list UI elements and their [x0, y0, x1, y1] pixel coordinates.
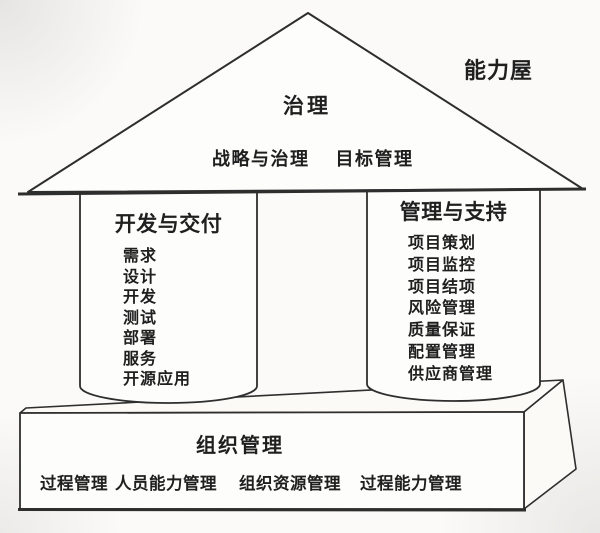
- pillar-item: 需求: [123, 248, 158, 265]
- roof-title: 治理: [283, 94, 331, 118]
- pillar-item: 测试: [123, 309, 158, 327]
- left-pillar-item-list: 需求 设计 开发 测试 部署 服务 开源应用: [123, 247, 191, 391]
- base-item: 过程能力管理: [360, 474, 462, 493]
- diagram-title-label: 能力屋: [464, 58, 534, 83]
- roof-item: 战略与治理: [212, 149, 310, 169]
- base-item: 过程管理: [40, 474, 108, 493]
- roof-eave-line: [17, 187, 587, 196]
- pillar-item: 服务: [123, 350, 158, 368]
- left-pillar-title: 开发与交付: [114, 212, 223, 236]
- roof-item-row: 战略与治理 目标管理: [212, 145, 414, 171]
- pillar-item: 项目监控: [408, 256, 477, 274]
- pillar-item: 开源应用: [123, 371, 192, 388]
- right-pillar-shape: [366, 190, 541, 402]
- pillar-item: 设计: [123, 268, 158, 286]
- base-item-row: 过程管理 人员能力管理 组织资源管理 过程能力管理: [40, 470, 462, 494]
- pillar-item: 项目策划: [408, 235, 477, 252]
- pillar-item: 开发: [123, 289, 158, 306]
- pillar-item: 项目结项: [408, 278, 477, 296]
- base-item: 人员能力管理: [115, 474, 217, 493]
- base-bottom-edge: [17, 508, 527, 512]
- base-title: 组织管理: [196, 435, 284, 457]
- pillar-item: 部署: [123, 330, 158, 347]
- roof-item: 目标管理: [335, 149, 414, 169]
- right-pillar-title: 管理与支持: [399, 200, 508, 224]
- base-front-face-shape: [19, 411, 525, 510]
- pillar-item: 风险管理: [408, 300, 477, 318]
- left-pillar-shape: [79, 192, 258, 404]
- pillar-item: 质量保证: [408, 322, 477, 340]
- pillar-item: 配置管理: [408, 343, 477, 361]
- right-pillar-item-list: 项目策划 项目监控 项目结项 风险管理 质量保证 配置管理 供应商管理: [408, 233, 493, 386]
- base-item: 组织资源管理: [239, 474, 341, 493]
- pillar-item: 供应商管理: [408, 365, 494, 383]
